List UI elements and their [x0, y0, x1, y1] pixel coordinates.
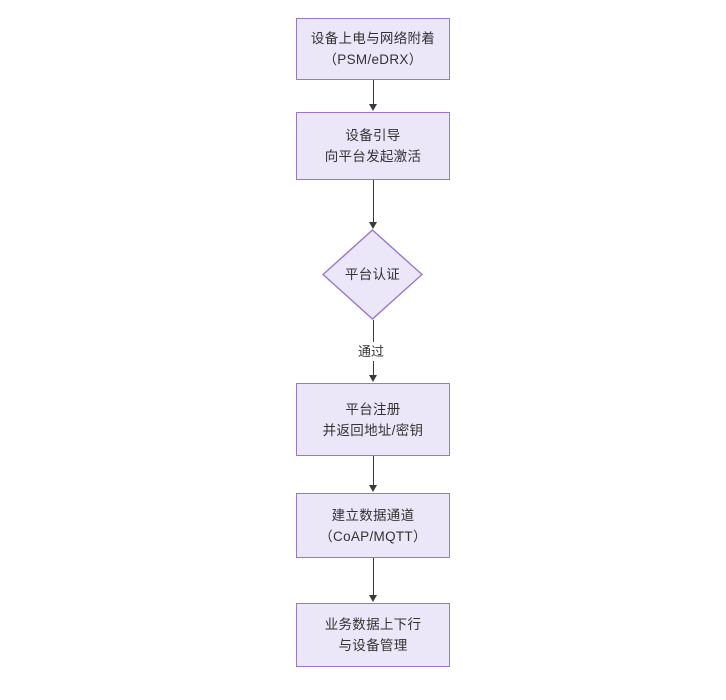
node-text-line: （CoAP/MQTT） — [319, 528, 427, 544]
node-text-line: 建立数据通道 — [331, 507, 415, 523]
edge-n1-n2-arrow — [368, 104, 377, 111]
node-text-line: 平台认证 — [344, 267, 401, 282]
node-text-line: 业务数据上下行 — [324, 617, 422, 632]
node-platform-auth-decision[interactable]: 平台认证 — [322, 229, 423, 320]
node-text-line: 与设备管理 — [338, 638, 408, 653]
edge-n2-n3-arrow — [368, 222, 377, 229]
edge-n5-n6-arrow — [368, 595, 377, 602]
edge-n2-n3-line — [372, 180, 374, 223]
node-text-line: 向平台发起激活 — [324, 149, 422, 164]
node-text-line: 设备上电与网络附着 — [310, 31, 436, 46]
edge-n5-n6-line — [372, 558, 374, 596]
edge-n4-n5-arrow — [368, 485, 377, 492]
node-text-line: 并返回地址/密钥 — [322, 422, 424, 438]
node-text-line: 平台注册 — [345, 401, 401, 417]
node-device-power-on[interactable]: 设备上电与网络附着 （PSM/eDRX） — [296, 18, 450, 80]
node-text-line: 设备引导 — [345, 128, 401, 143]
node-platform-register[interactable]: 平台注册 并返回地址/密钥 — [296, 383, 450, 456]
edge-label-pass: 通过 — [355, 342, 388, 361]
node-establish-data-channel[interactable]: 建立数据通道 （CoAP/MQTT） — [296, 493, 450, 558]
node-business-data-and-device-mgmt[interactable]: 业务数据上下行 与设备管理 — [296, 603, 450, 667]
diamond-shape — [322, 229, 423, 320]
node-text-line: （PSM/eDRX） — [323, 52, 423, 67]
node-device-bootstrap[interactable]: 设备引导 向平台发起激活 — [296, 112, 450, 180]
edge-n1-n2-line — [372, 80, 374, 105]
edge-n4-n5-line — [372, 456, 374, 486]
edge-n3-n4-arrow — [368, 375, 377, 382]
